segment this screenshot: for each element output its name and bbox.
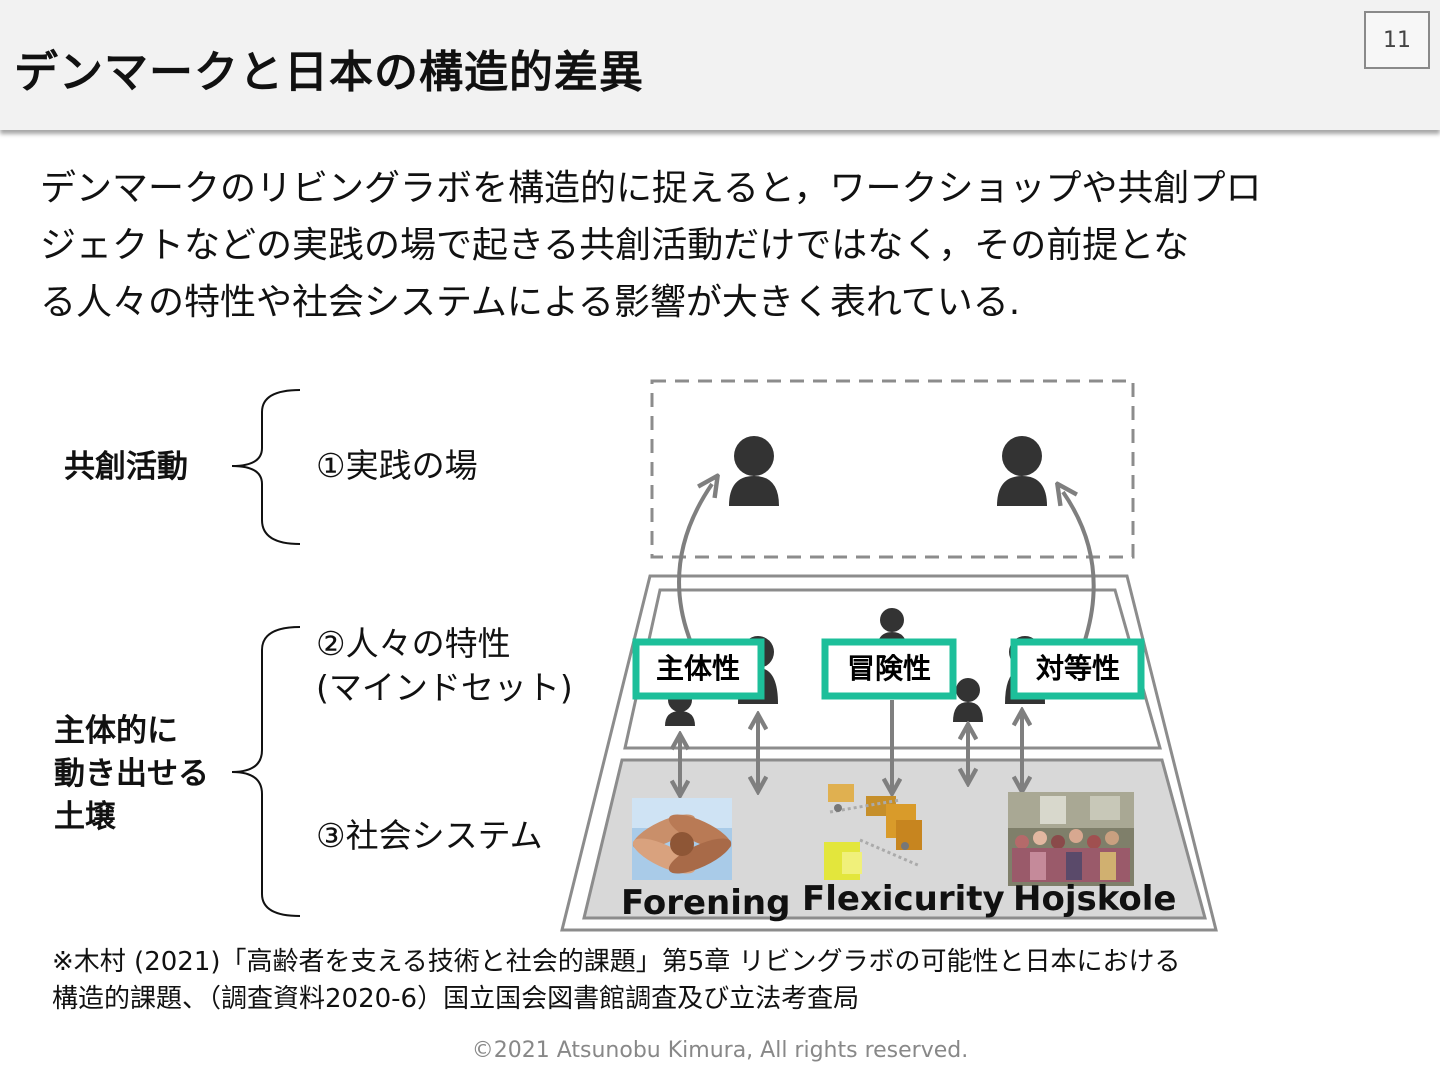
person-icon (729, 436, 779, 506)
level-social-system-label: ③社会システム (316, 816, 543, 855)
intro-line: デンマークのリビングラボを構造的に捉えると，ワークショップや共創プロ (40, 168, 1262, 209)
system-label-forening: Forening (621, 883, 790, 923)
flexicurity-illustration (824, 784, 922, 880)
intro-text: デンマークのリビングラボを構造的に捉えると，ワークショップや共創プロ ジェクトな… (40, 160, 1262, 331)
system-label-hojskole: Hojskole (1013, 879, 1176, 919)
trait-label: 対等性 (1036, 652, 1120, 685)
slide-title: デンマークと日本の構造的差異 (14, 47, 644, 98)
hojskole-group-photo (1008, 792, 1134, 886)
intro-line: る人々の特性や社会システムによる影響が大きく表れている. (40, 282, 1021, 323)
trait-label: 主体性 (656, 652, 740, 685)
group-label-foundation: 主体的に 動き出せる 土壌 (54, 710, 209, 839)
level-mindset-label: ②人々の特性 (マインドセット) (316, 622, 573, 710)
citation-line: ※木村 (2021)「高齢者を支える技術と社会的課題」第5章 リビングラボの可能… (52, 947, 1181, 977)
level-practice-label: ①実践の場 (316, 446, 478, 485)
trait-box-taitousei: 対等性 (1010, 638, 1145, 700)
arrow-curve-left (677, 484, 712, 641)
page-number: 11 (1364, 11, 1430, 69)
mindset-line: (マインドセット) (316, 668, 573, 707)
person-icon (997, 436, 1047, 506)
foundation-line: 動き出せる (54, 756, 209, 792)
foundation-line: 土壌 (54, 799, 116, 835)
person-icon (953, 678, 983, 722)
trait-box-boukensei: 冒険性 (821, 638, 957, 700)
arrow-curve-right (1063, 492, 1096, 641)
trait-label: 冒険性 (847, 652, 931, 685)
practice-frame (650, 379, 1135, 559)
foundation-trapezoid-outer (560, 574, 1218, 932)
brace-foundation (231, 626, 301, 917)
forening-hands-image (632, 798, 732, 880)
citation-line: 構造的課題、（調査資料2020-6）国立国会図書館調査及び立法考査局 (52, 984, 860, 1014)
title-bar: デンマークと日本の構造的差異 11 (0, 0, 1440, 130)
trait-box-shutaisei: 主体性 (632, 638, 765, 700)
intro-line: ジェクトなどの実践の場で起きる共創活動だけではなく，その前提とな (40, 225, 1190, 266)
brace-cocreation (231, 389, 301, 545)
foundation-line: 主体的に (54, 713, 178, 749)
copyright: ©2021 Atsunobu Kimura, All rights reserv… (471, 1038, 969, 1063)
group-label-cocreation: 共創活動 (64, 449, 188, 485)
system-label-flexicurity: Flexicurity (802, 879, 1005, 919)
citation: ※木村 (2021)「高齢者を支える技術と社会的課題」第5章 リビングラボの可能… (52, 944, 1181, 1018)
mindset-line: ②人々の特性 (316, 624, 511, 663)
